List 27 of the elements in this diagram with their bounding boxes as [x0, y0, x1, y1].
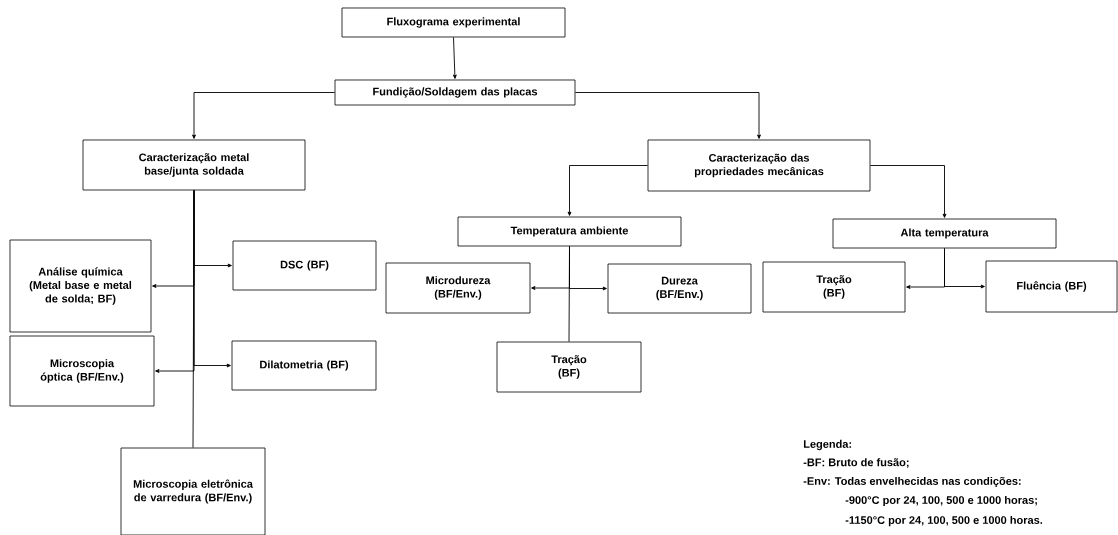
process-box: Fluxograma experimental	[341, 7, 566, 38]
arrow	[574, 92, 761, 139]
process-box: Dureza (BF/Env.)	[607, 263, 752, 314]
process-box: Temperatura ambiente	[457, 216, 682, 247]
process-box: Alta temperatura	[832, 218, 1057, 249]
process-box: Caracterização metal base/junta soldada	[82, 139, 306, 191]
process-box: Fundição/Soldagem das placas	[334, 79, 576, 106]
process-box: Microscopia óptica (BF/Env.)	[9, 335, 155, 407]
arrow	[567, 165, 649, 216]
process-box: Microscopia eletrônica de varredura (BF/Env.)	[120, 447, 266, 535]
process-box: Caracterização das propriedades mecânicas	[647, 139, 871, 192]
process-box: Análise química (Metal base e metal de solda; BF)	[9, 239, 152, 333]
process-box: Tração (BF)	[762, 261, 906, 313]
arrow	[452, 36, 457, 79]
legend-text: -BF: Bruto de fusão;	[803, 458, 909, 468]
process-box: Microdureza (BF/Env.)	[385, 262, 531, 314]
legend-text: -Env: Todas envelhecidas nas condições:	[803, 476, 1021, 488]
legend-text: -1150°C por 24, 100, 500 e 1000 horas.	[845, 515, 1043, 527]
legend-title: Legenda:	[803, 439, 852, 451]
arrow	[944, 247, 985, 289]
process-box: Tração (BF)	[496, 341, 642, 393]
process-box: Dilatometria (BF)	[231, 340, 377, 391]
legend-text: -900°C por 24, 100, 500 e 1000 horas;	[845, 495, 1037, 507]
process-box: Fluência (BF)	[985, 260, 1118, 313]
arrow	[869, 165, 947, 218]
arrow	[192, 92, 336, 139]
process-box: DSC (BF)	[232, 240, 377, 291]
